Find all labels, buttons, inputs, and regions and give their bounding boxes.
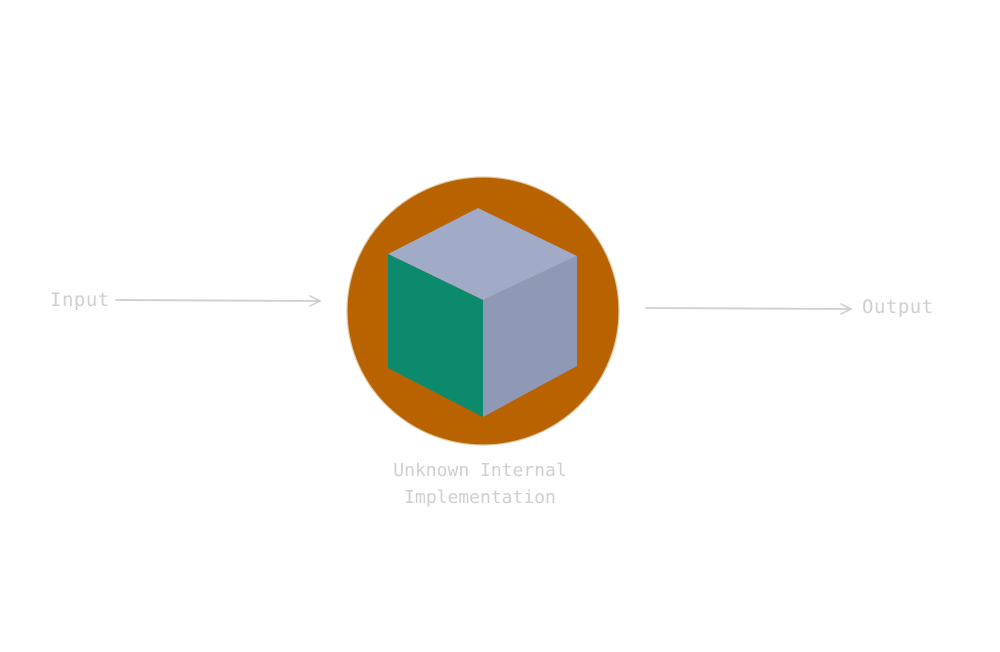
caption-line-1: Unknown Internal <box>393 460 567 481</box>
output-arrow <box>645 303 852 315</box>
caption-line-2: Implementation <box>404 487 556 508</box>
input-label: Input <box>50 289 110 311</box>
cube-left-face <box>388 254 483 417</box>
cube-right-face <box>483 256 577 417</box>
black-box-icon <box>346 176 620 446</box>
output-label: Output <box>862 296 934 318</box>
input-arrow <box>115 295 321 307</box>
black-box-caption: Unknown Internal Implementation <box>330 457 630 511</box>
cube-top-face <box>388 208 577 300</box>
cube-icon <box>388 208 577 417</box>
